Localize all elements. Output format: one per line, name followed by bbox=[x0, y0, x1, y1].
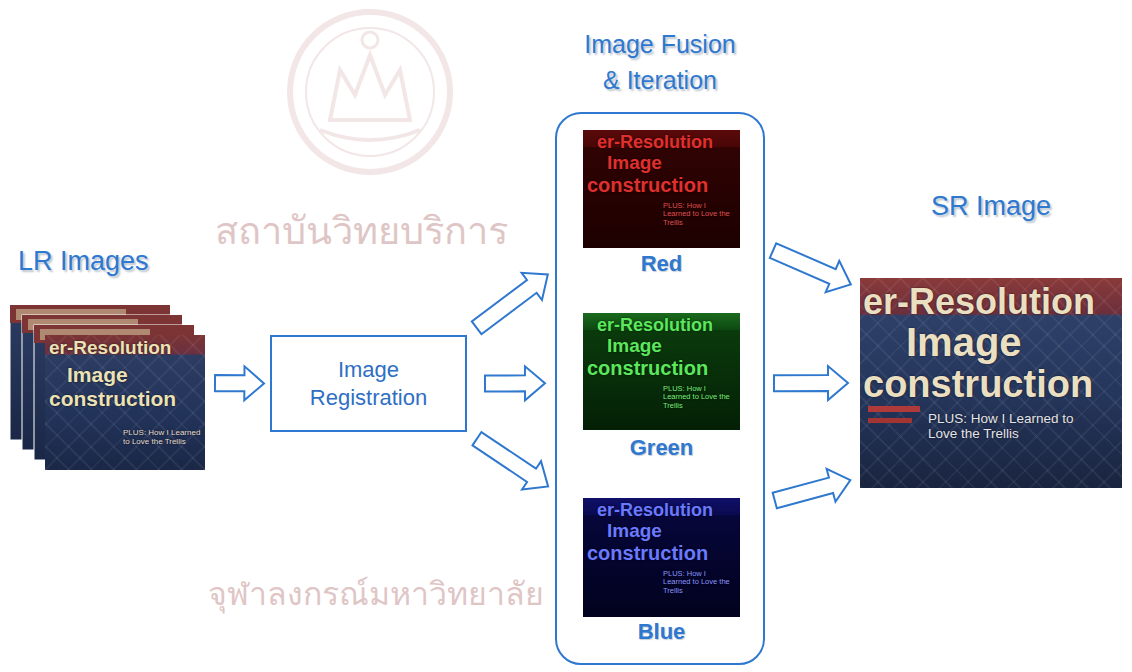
seal-ring bbox=[290, 12, 450, 172]
image-text: er-Resolution bbox=[863, 282, 1095, 322]
seal-ring bbox=[306, 28, 434, 156]
seal-jewel bbox=[362, 32, 378, 48]
block-arrow bbox=[774, 366, 848, 400]
block-arrow bbox=[472, 273, 548, 334]
block-arrow bbox=[773, 469, 851, 508]
watermark-seal bbox=[290, 12, 450, 172]
image-text: er-Resolution bbox=[597, 316, 713, 336]
output-image: SR Imageer-ResolutionImageconstructionPL… bbox=[860, 278, 1122, 488]
process-box: Image Registration bbox=[270, 335, 467, 432]
image-text: PLUS: How I Learned to Love the Trellis bbox=[663, 202, 735, 227]
node-heading: SR Image bbox=[860, 192, 1122, 222]
seal-crown bbox=[330, 55, 410, 120]
image-text: construction bbox=[863, 364, 1093, 406]
node-heading: Image Fusion & Iteration bbox=[580, 26, 740, 99]
image-text: PLUS: How I Learned to Love the Trellis bbox=[663, 385, 735, 410]
node-heading: Image Registration bbox=[294, 356, 444, 411]
image-text: Image bbox=[906, 320, 1022, 364]
image-text: Image bbox=[607, 336, 662, 357]
node-heading: Green bbox=[583, 436, 740, 460]
group-box: Image Fusion & IterationReder-Resolution… bbox=[555, 112, 765, 665]
watermark-text: จุฬาลงกรณ์มหาวิทยาลัย bbox=[208, 568, 544, 619]
image-text: er-Resolution bbox=[597, 501, 713, 521]
image-text: er-Resolution bbox=[49, 338, 171, 359]
seal-ribbon bbox=[320, 130, 420, 140]
image-text: construction bbox=[49, 387, 176, 410]
image-text: PLUS: How I Learned to Love the Trellis bbox=[663, 570, 735, 595]
channel-image: Reder-ResolutionImageconstructionPLUS: H… bbox=[583, 130, 740, 248]
image-text: PLUS: How I Learned to Love the Trellis bbox=[928, 412, 1078, 442]
block-arrow bbox=[485, 366, 545, 400]
node-heading: LR Images bbox=[18, 247, 149, 277]
image-text: er-Resolution bbox=[597, 133, 713, 153]
node-heading: Blue bbox=[583, 620, 740, 644]
image-text: PLUS: How I Learned to Love the Trellis bbox=[123, 429, 201, 447]
image-text: Image bbox=[607, 521, 662, 542]
node-heading: Red bbox=[583, 252, 740, 276]
channel-image: Blueer-ResolutionImageconstructionPLUS: … bbox=[583, 498, 740, 617]
watermark-text: สถาบันวิทยบริการ bbox=[215, 200, 508, 261]
image-text: construction bbox=[587, 357, 708, 379]
block-arrow bbox=[473, 432, 549, 489]
block-arrow bbox=[770, 243, 851, 292]
block-arrow bbox=[215, 366, 264, 400]
image-stack: LR Imageser-ResolutionImageconstructionP… bbox=[45, 335, 205, 470]
image-text: construction bbox=[587, 174, 708, 196]
channel-image: Greener-ResolutionImageconstructionPLUS:… bbox=[583, 313, 740, 430]
image-text: Image bbox=[67, 363, 128, 386]
image-text: construction bbox=[587, 542, 708, 564]
image-text: Image bbox=[607, 153, 662, 174]
